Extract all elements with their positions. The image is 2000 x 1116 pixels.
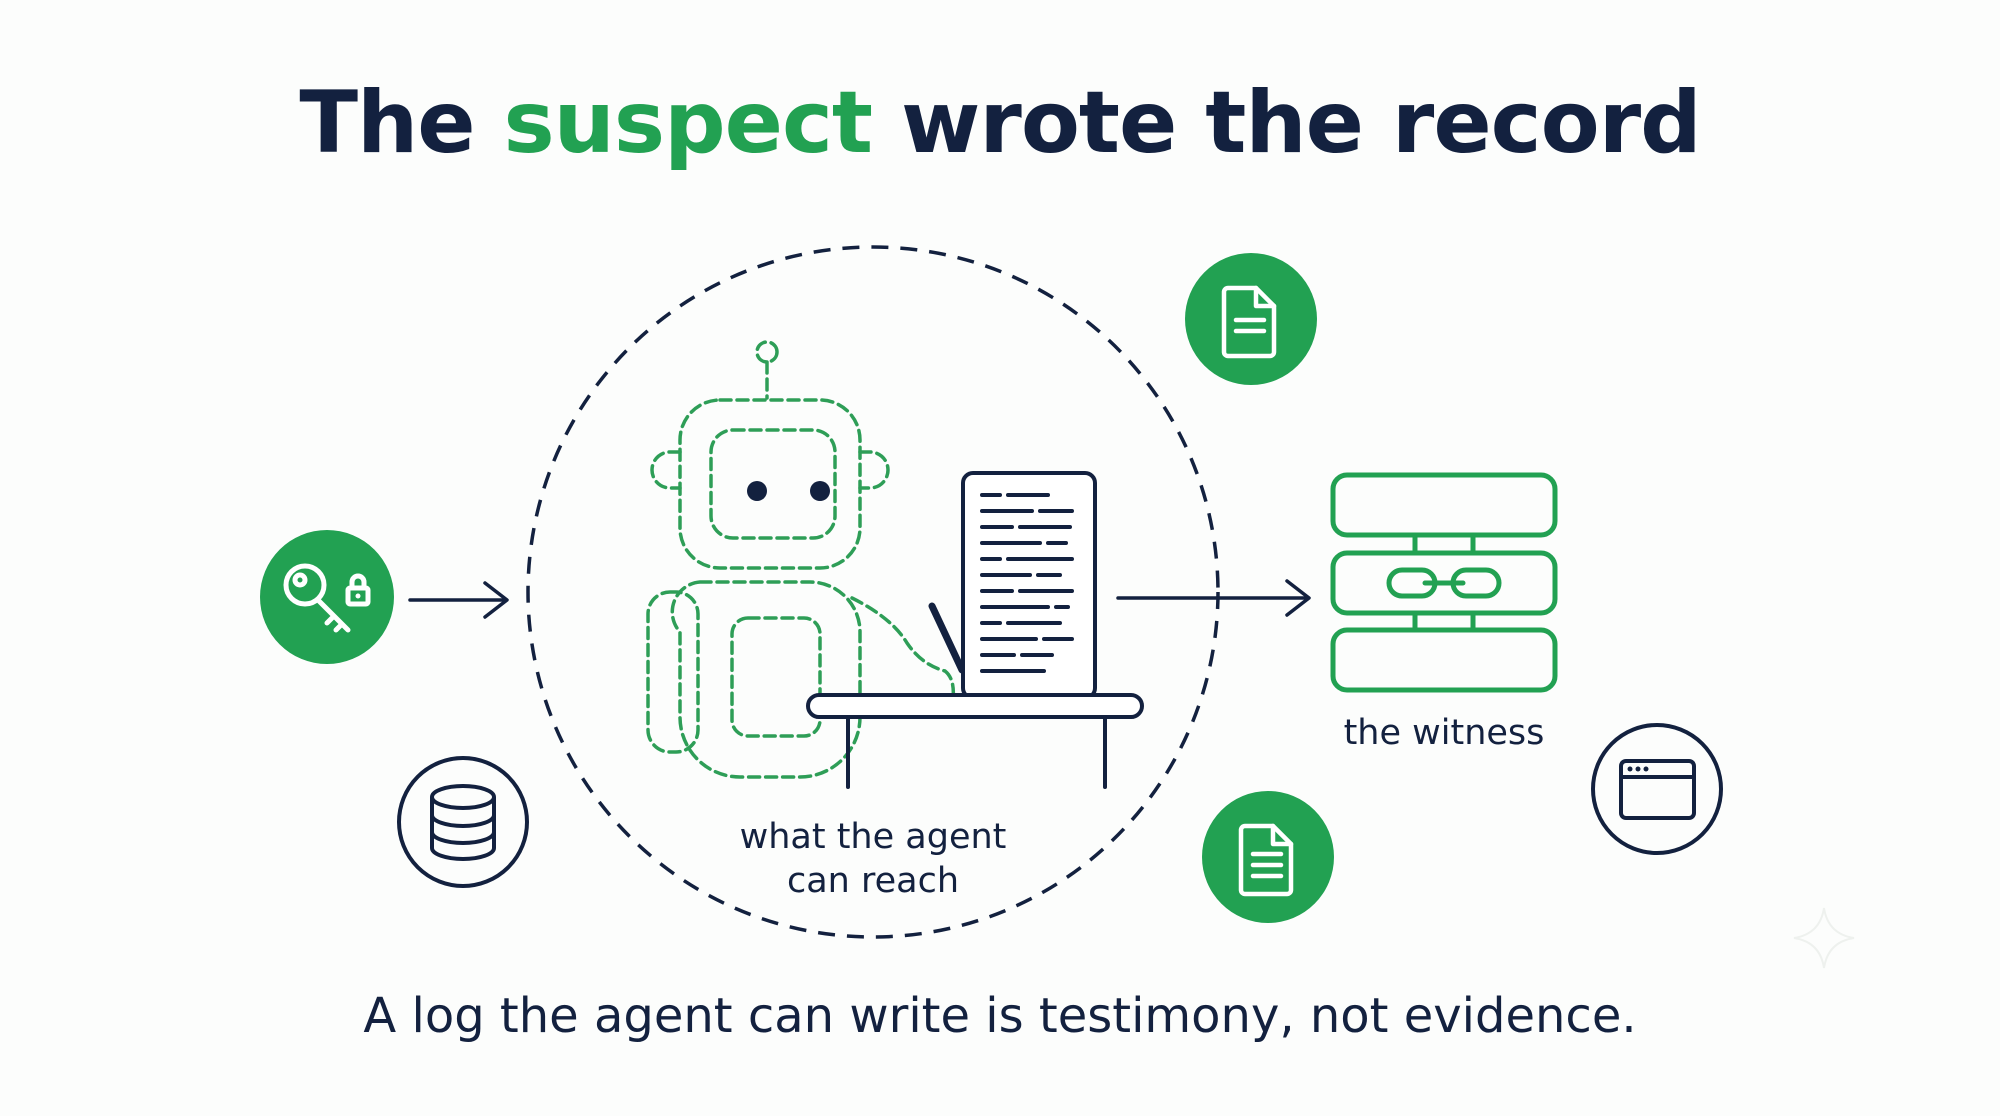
scope-label-line-1: what the agent (740, 817, 1007, 857)
document-icon (1185, 253, 1317, 385)
page-title: The suspect wrote the record (0, 72, 2000, 175)
scope-label-line-2: can reach (787, 861, 959, 901)
log-document (961, 471, 1097, 700)
witness-label: the witness (1344, 713, 1545, 753)
document-icon (1202, 791, 1334, 923)
title-accent-word: suspect (503, 73, 873, 173)
key-lock-icon (260, 530, 394, 664)
caption: A log the agent can write is testimony, … (363, 988, 1637, 1044)
chained-ledger-icon (1330, 472, 1558, 693)
robot-eyes (747, 481, 830, 501)
browser-window-icon (1591, 723, 1723, 855)
arrow-output (1116, 579, 1311, 617)
robot-icon (646, 340, 956, 779)
title-part-2: wrote the record (872, 73, 1702, 173)
sparkle-icon (1793, 907, 1855, 969)
pen-icon (928, 602, 966, 674)
agent-reach-boundary (526, 245, 1220, 939)
title-part-1: The (299, 73, 504, 173)
desk (806, 693, 1144, 789)
database-icon (397, 756, 529, 888)
arrow-input (408, 581, 509, 619)
